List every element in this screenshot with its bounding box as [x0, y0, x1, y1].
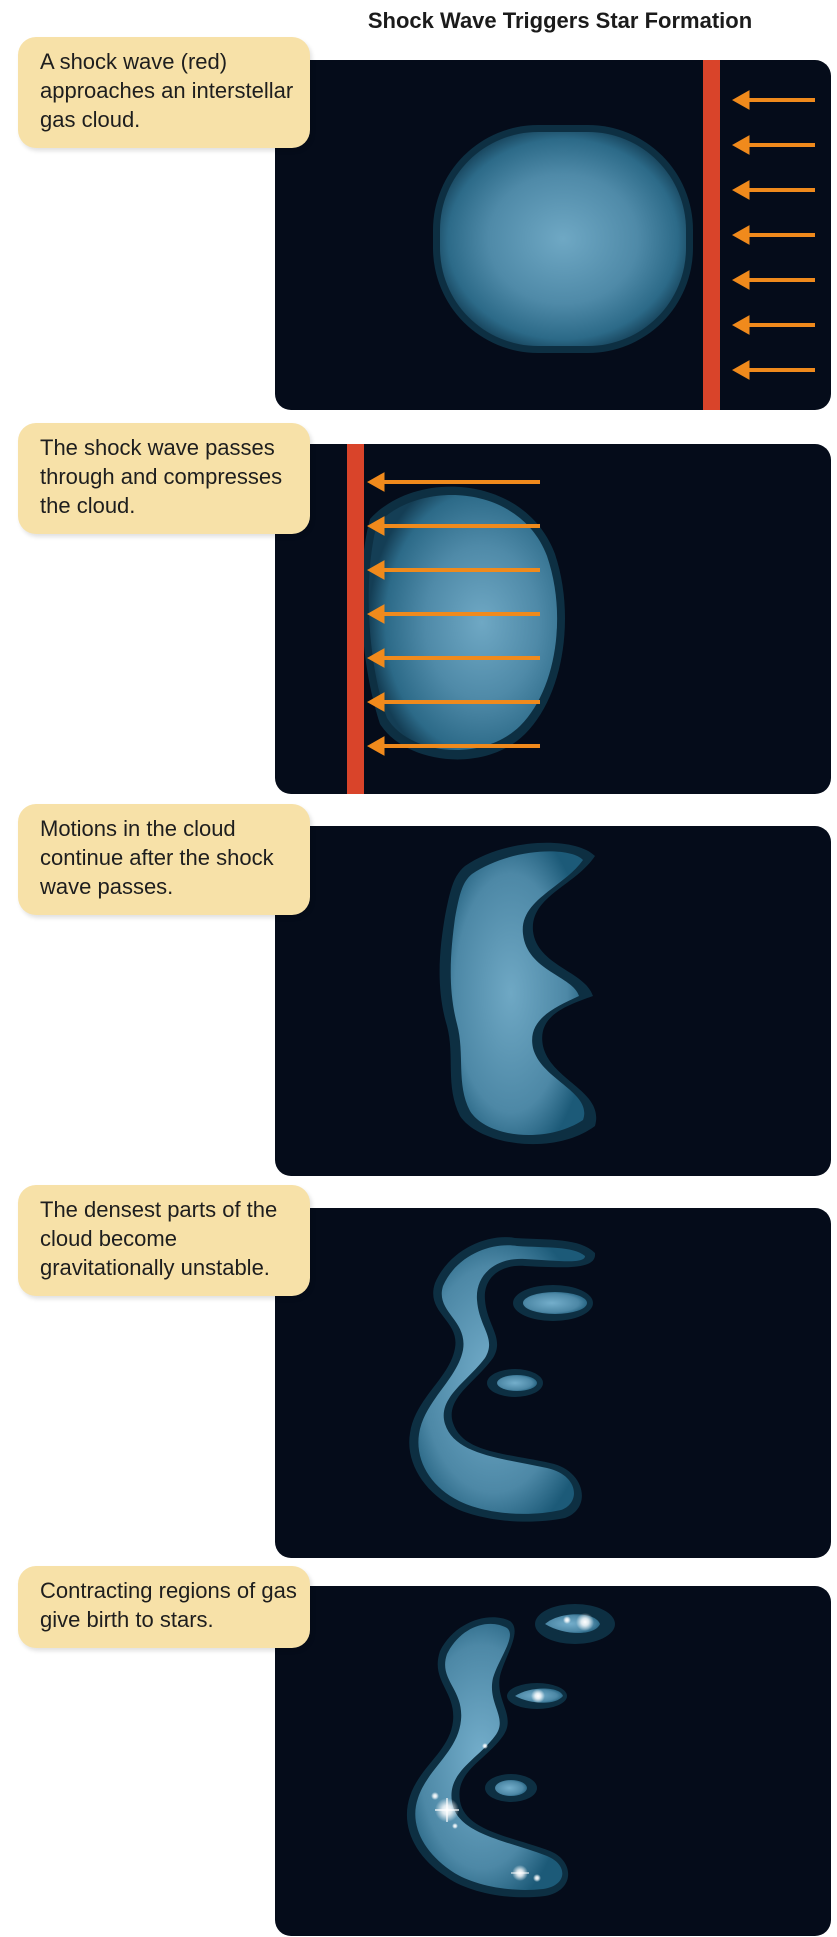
- caption-3: Motions in the cloud continue after the …: [18, 804, 310, 915]
- gas-cloud: [369, 495, 557, 750]
- caption-2: The shock wave passes through and compre…: [18, 423, 310, 534]
- arrow: [733, 226, 815, 244]
- panel-approach: [275, 60, 831, 410]
- star: [531, 1689, 545, 1703]
- shock-wave: [703, 60, 720, 410]
- star: [533, 1874, 541, 1882]
- panel-unstable: [275, 1208, 831, 1558]
- panel-motions: [275, 826, 831, 1176]
- gas-cloud: [440, 132, 686, 346]
- figure-title: Shock Wave Triggers Star Formation: [300, 8, 820, 34]
- panel-star-birth: [275, 1586, 831, 1936]
- star: [431, 1792, 439, 1800]
- arrow: [733, 316, 815, 334]
- arrow: [733, 136, 815, 154]
- caption-4: The densest parts of the cloud become gr…: [18, 1185, 310, 1296]
- shock-wave: [347, 444, 364, 794]
- star: [576, 1613, 594, 1631]
- arrow: [733, 91, 815, 109]
- caption-1: A shock wave (red) approaches an interst…: [18, 37, 310, 148]
- star: [482, 1743, 488, 1749]
- caption-5: Contracting regions of gas give birth to…: [18, 1566, 310, 1648]
- panel-compression: [275, 444, 831, 794]
- star: [563, 1616, 571, 1624]
- arrow: [733, 361, 815, 379]
- arrow-group: [733, 91, 815, 379]
- arrow: [733, 181, 815, 199]
- arrow: [733, 271, 815, 289]
- star: [452, 1823, 458, 1829]
- gas-cloud: [451, 851, 585, 1135]
